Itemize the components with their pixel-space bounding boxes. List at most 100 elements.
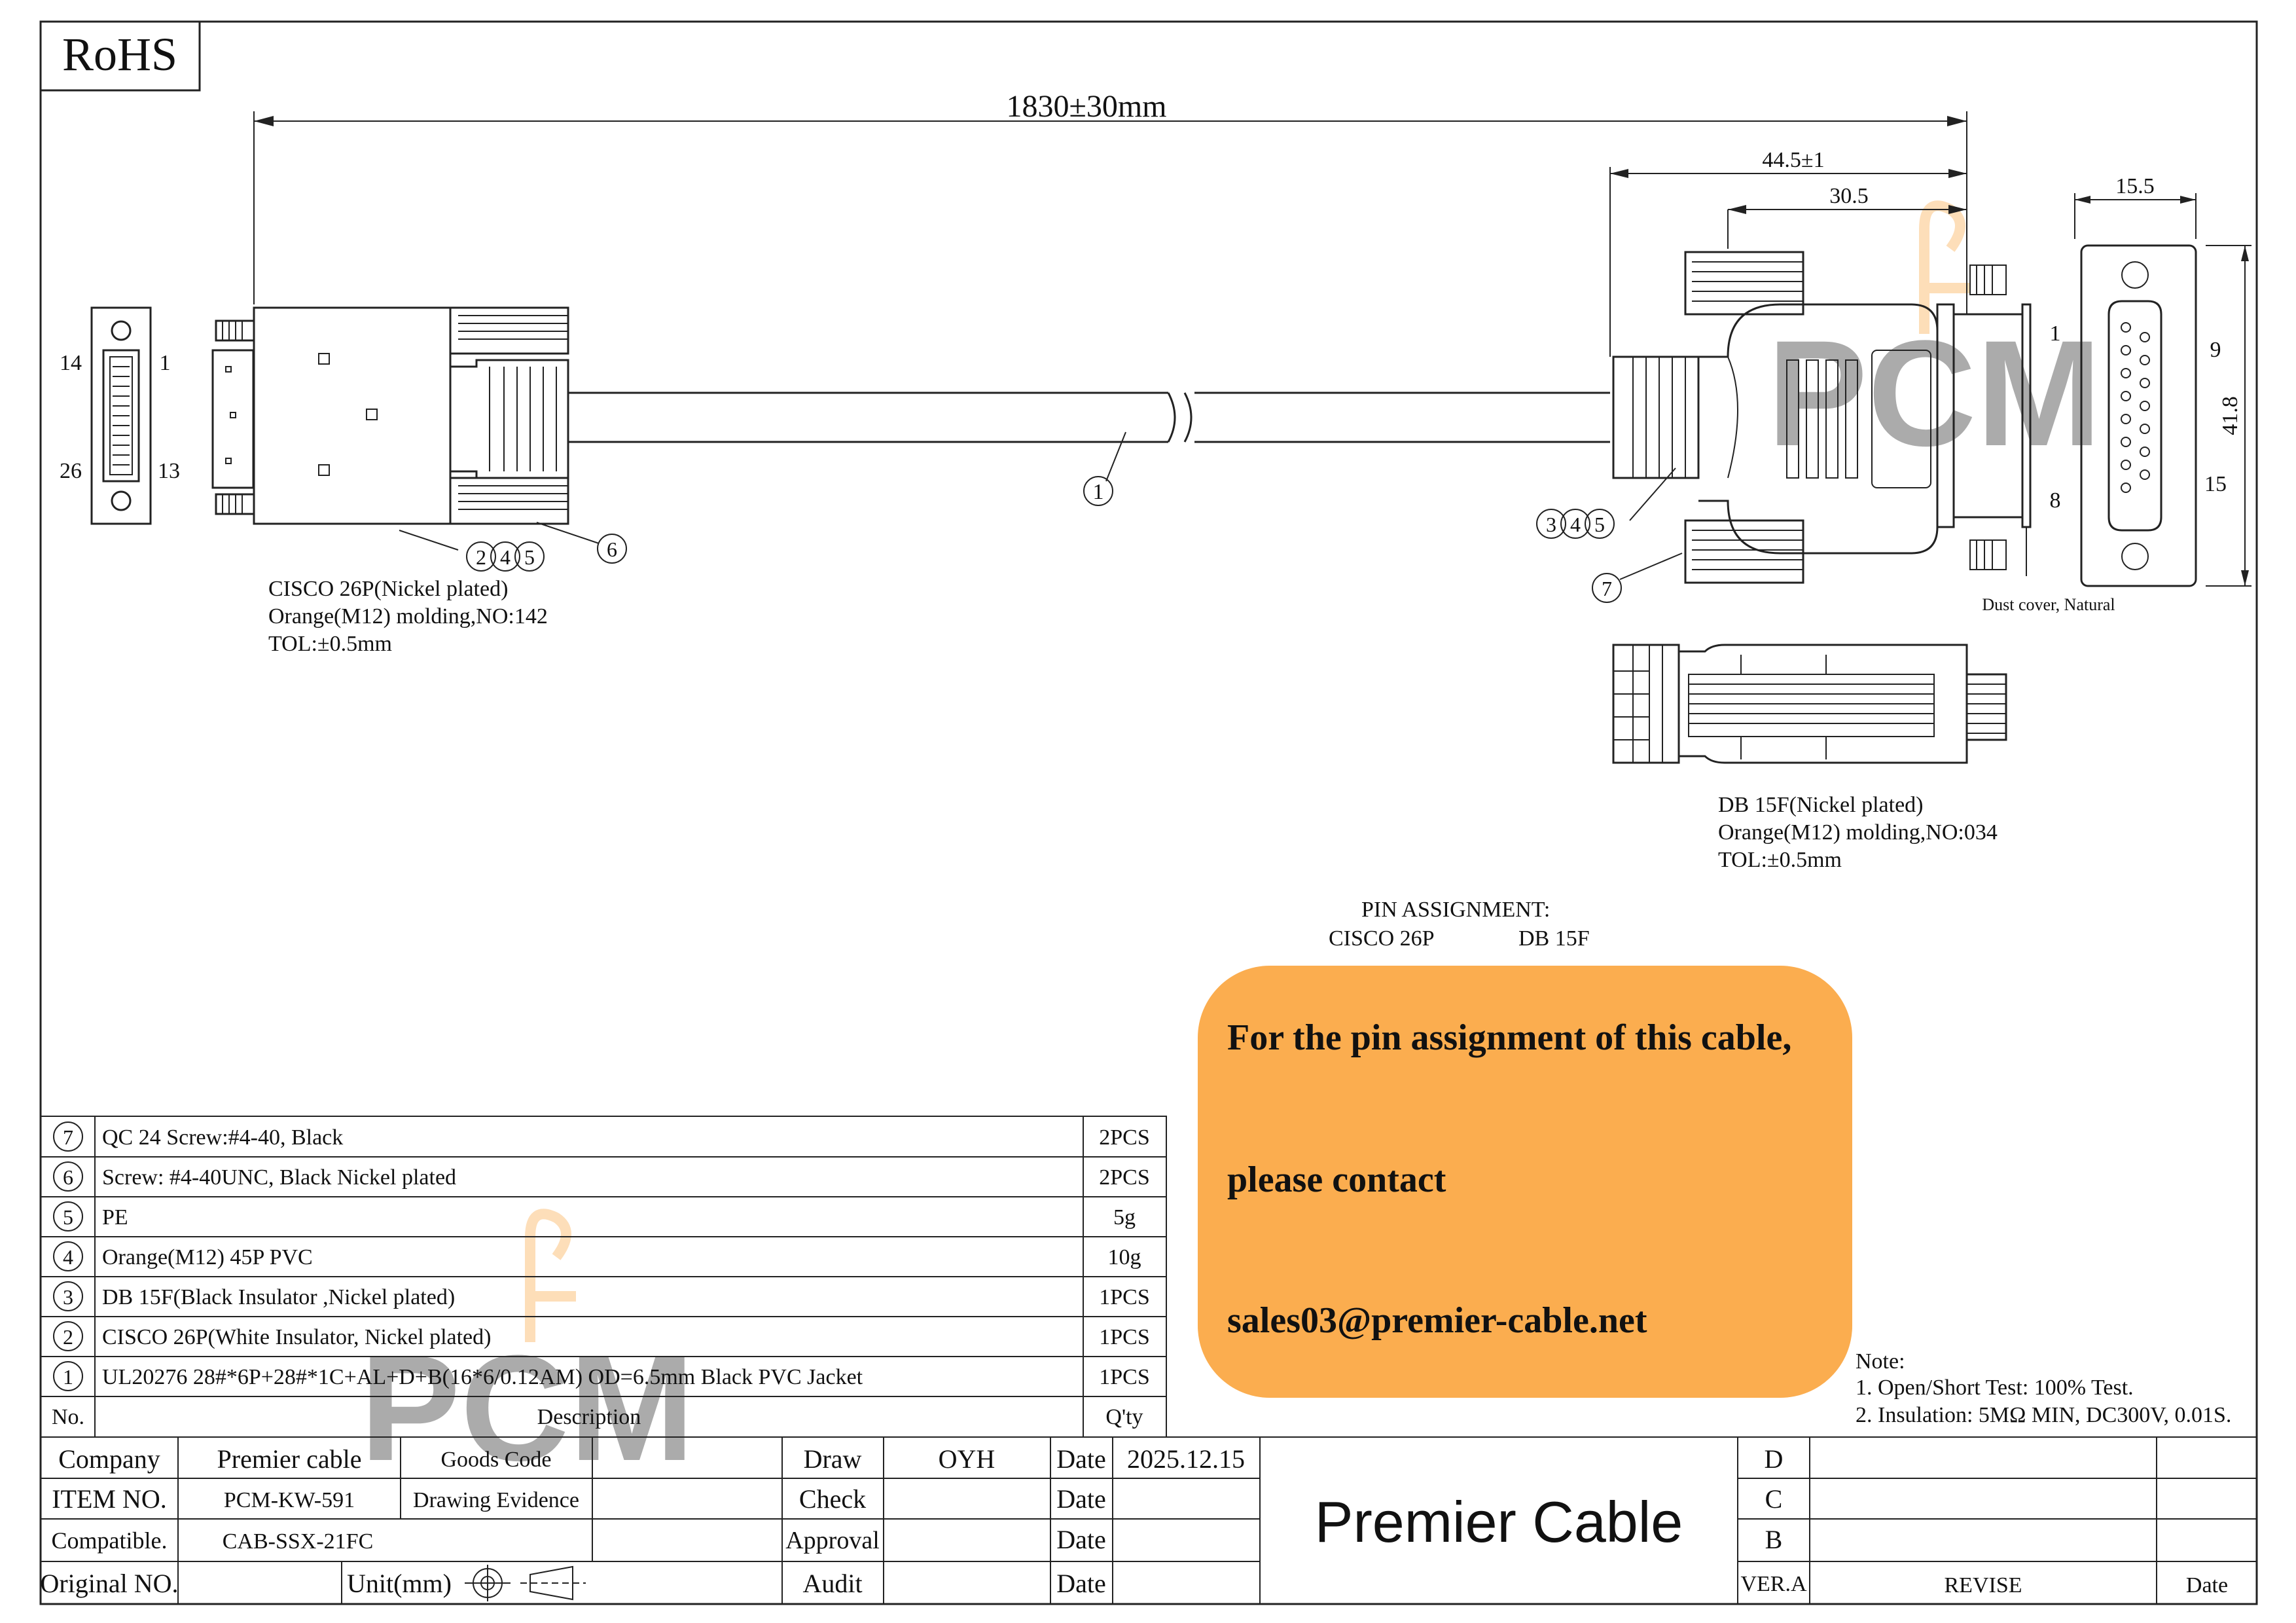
cable xyxy=(568,392,1610,443)
svg-text:1PCS: 1PCS xyxy=(1099,1285,1150,1309)
dust-cover-label: Dust cover, Natural xyxy=(1982,595,2115,614)
date-label-4: Date xyxy=(1056,1569,1106,1598)
cisco-pin-1: 1 xyxy=(160,351,171,375)
pin-assignment-right: DB 15F xyxy=(1518,926,1590,951)
svg-text:No.: No. xyxy=(52,1405,84,1429)
svg-text:2: 2 xyxy=(63,1325,73,1349)
svg-text:6: 6 xyxy=(63,1165,73,1189)
cisco-callouts: 2 4 5 6 xyxy=(399,522,627,572)
svg-text:2PCS: 2PCS xyxy=(1099,1165,1150,1190)
cisco-note-1: CISCO 26P(Nickel plated) xyxy=(268,577,508,601)
callout-line-2: please contact xyxy=(1227,1159,1446,1200)
brand-title: Premier Cable xyxy=(1315,1489,1683,1554)
check-label: Check xyxy=(799,1484,866,1514)
cisco26-side-view xyxy=(211,306,569,525)
audit-label: Audit xyxy=(802,1569,862,1598)
db15-pin-15: 15 xyxy=(2204,472,2227,496)
date-label-2: Date xyxy=(1056,1484,1106,1514)
rev-date-label: Date xyxy=(2186,1573,2228,1597)
note-item-2: 2. Insulation: 5MΩ MIN, DC300V, 0.01S. xyxy=(1856,1403,2231,1427)
sheet-border xyxy=(39,20,2258,1605)
svg-text:6: 6 xyxy=(607,538,617,561)
ver-label: VER.A xyxy=(1740,1572,1807,1596)
watermark-logo-bottom xyxy=(525,1209,576,1342)
rev-d-label: D xyxy=(1765,1444,1784,1474)
db15-note-3: TOL:±0.5mm xyxy=(1718,848,1842,872)
callout-line-3[interactable]: sales03@premier-cable.net xyxy=(1227,1300,1647,1341)
bom-header: No. Description Q'ty xyxy=(52,1405,1143,1429)
pin-assignment-title: PIN ASSIGNMENT: xyxy=(1361,898,1550,922)
bom-row-1: 1 UL20276 28#*6P+28#*1C+AL+D+B(16*6/0.12… xyxy=(53,1361,1150,1391)
svg-text:4: 4 xyxy=(500,545,511,569)
drawing-evidence-label: Drawing Evidence xyxy=(413,1488,579,1512)
rohs-label: RoHS xyxy=(62,28,177,81)
db15-pin-8: 8 xyxy=(2050,488,2061,513)
contact-callout: For the pin assignment of this cable, pl… xyxy=(1198,966,1852,1398)
company-label: Company xyxy=(58,1444,160,1474)
db15-note-2: Orange(M12) molding,NO:034 xyxy=(1718,820,1998,845)
svg-text:1: 1 xyxy=(1093,480,1104,504)
rev-b-label: B xyxy=(1765,1525,1783,1554)
original-label: Original NO. xyxy=(40,1569,178,1598)
svg-text:DB 15F(Black Insulator ,Nickel: DB 15F(Black Insulator ,Nickel plated) xyxy=(102,1285,455,1309)
svg-text:5g: 5g xyxy=(1113,1205,1136,1230)
body-length-label: 30.5 xyxy=(1829,184,1869,208)
approval-label: Approval xyxy=(785,1527,880,1554)
watermark-pcm-top: PCM xyxy=(1767,309,2102,477)
svg-text:Screw: #4-40UNC, Black Nickel: Screw: #4-40UNC, Black Nickel plated xyxy=(102,1165,456,1190)
svg-text:1: 1 xyxy=(63,1365,73,1389)
svg-text:1PCS: 1PCS xyxy=(1099,1325,1150,1349)
svg-text:UL20276 28#*6P+28#*1C+AL+D+B(1: UL20276 28#*6P+28#*1C+AL+D+B(16*6/0.12AM… xyxy=(102,1365,863,1389)
svg-text:5: 5 xyxy=(1594,513,1605,536)
svg-text:4: 4 xyxy=(63,1245,73,1269)
pin-assignment-left: CISCO 26P xyxy=(1329,926,1435,951)
item-label: ITEM NO. xyxy=(52,1484,167,1514)
svg-text:3: 3 xyxy=(1546,513,1556,536)
date-label-1: Date xyxy=(1056,1444,1106,1474)
compatible-label: Compatible. xyxy=(52,1527,168,1554)
note-item-1: 1. Open/Short Test: 100% Test. xyxy=(1856,1376,2134,1400)
db15-pin-9: 9 xyxy=(2210,338,2221,362)
db15-top-view xyxy=(1612,644,2007,764)
bom-row-3: 3 DB 15F(Black Insulator ,Nickel plated)… xyxy=(53,1281,1150,1311)
bom-row-4: 4 Orange(M12) 45P PVC 10g xyxy=(53,1241,1141,1271)
bom-row-6: 6 Screw: #4-40UNC, Black Nickel plated 2… xyxy=(53,1161,1150,1192)
face-width-label: 15.5 xyxy=(2115,174,2155,198)
svg-text:3: 3 xyxy=(63,1285,73,1309)
cisco-note-2: Orange(M12) molding,NO:142 xyxy=(268,604,548,629)
svg-text:QC 24 Screw:#4-40, Black: QC 24 Screw:#4-40, Black xyxy=(102,1125,343,1150)
svg-text:2PCS: 2PCS xyxy=(1099,1125,1150,1150)
connector-length-label: 44.5±1 xyxy=(1762,148,1824,172)
cable-callout: 1 xyxy=(1083,431,1126,506)
db15-note-1: DB 15F(Nickel plated) xyxy=(1718,793,1924,817)
notes-title: Note: xyxy=(1856,1349,1905,1374)
cisco-pin-13: 13 xyxy=(158,459,180,483)
cisco-pin-14: 14 xyxy=(60,351,82,375)
svg-text:1PCS: 1PCS xyxy=(1099,1365,1150,1389)
svg-text:5: 5 xyxy=(524,545,535,569)
svg-text:4: 4 xyxy=(1570,513,1581,536)
bom-row-2: 2 CISCO 26P(White Insulator, Nickel plat… xyxy=(53,1321,1150,1351)
svg-text:Description: Description xyxy=(537,1405,641,1429)
db15-pin-1: 1 xyxy=(2050,321,2061,346)
svg-text:2: 2 xyxy=(476,545,486,569)
revise-label: REVISE xyxy=(1945,1573,2022,1597)
rohs-box xyxy=(39,20,201,92)
db15-callouts: 3 4 5 7 xyxy=(1536,467,1683,603)
date-value: 2025.12.15 xyxy=(1127,1444,1245,1474)
rev-c-label: C xyxy=(1765,1484,1783,1514)
compatible-value: CAB-SSX-21FC xyxy=(223,1529,374,1554)
svg-text:7: 7 xyxy=(1602,577,1612,600)
cisco-note-3: TOL:±0.5mm xyxy=(268,632,392,656)
cisco26-face-view xyxy=(90,306,152,525)
title-block xyxy=(41,1436,2257,1604)
db15-side-view: 44.5±1 30.5 xyxy=(1609,148,2032,584)
unit-label: Unit(mm) xyxy=(347,1569,452,1598)
db15-face-view: 15.5 41.8 xyxy=(2074,174,2251,587)
date-label-3: Date xyxy=(1056,1525,1106,1554)
svg-text:10g: 10g xyxy=(1108,1245,1141,1269)
svg-text:7: 7 xyxy=(63,1125,73,1149)
callout-line-1: For the pin assignment of this cable, xyxy=(1227,1017,1792,1058)
draw-label: Draw xyxy=(804,1444,862,1474)
svg-text:Orange(M12) 45P PVC: Orange(M12) 45P PVC xyxy=(102,1245,313,1269)
